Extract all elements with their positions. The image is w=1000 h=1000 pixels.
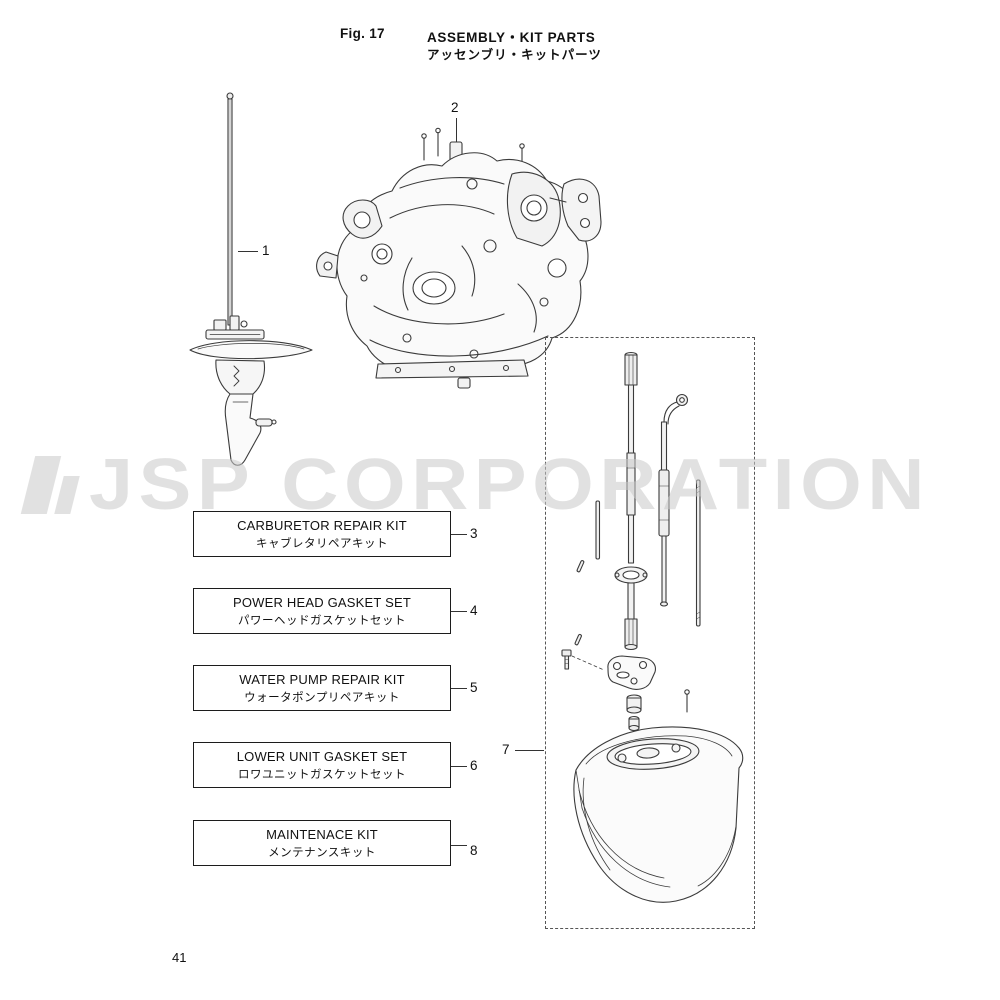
page-title: ASSEMBLY・KIT PARTS	[427, 30, 596, 45]
kit-label-jp: ウォータポンプリペアキット	[244, 691, 400, 704]
callout-number-3: 3	[470, 526, 478, 541]
kit-label-jp: パワーヘッドガスケットセット	[238, 614, 406, 627]
callout-number-4: 4	[470, 603, 478, 618]
lower-unit-parts-group-box	[545, 337, 755, 929]
callout-line-6	[451, 766, 467, 767]
kit-box-power-head-gasket-set: POWER HEAD GASKET SET パワーヘッドガスケットセット	[193, 588, 451, 634]
kit-label-en: POWER HEAD GASKET SET	[232, 594, 412, 610]
figure-number-label: Fig. 17	[340, 26, 385, 41]
callout-number-5: 5	[470, 680, 478, 695]
callout-line-4	[451, 611, 467, 612]
kit-label-en: MAINTENACE KIT	[266, 826, 378, 842]
kit-label-jp: ロワユニットガスケットセット	[238, 768, 406, 781]
callout-number-8: 8	[470, 843, 478, 858]
drive-shaft-assembly-illustration	[189, 92, 313, 466]
page-number: 41	[172, 950, 187, 965]
kit-label-en: CARBURETOR REPAIR KIT	[237, 517, 407, 533]
kit-box-lower-unit-gasket-set: LOWER UNIT GASKET SET ロワユニットガスケットセット	[193, 742, 451, 788]
kit-label-jp: キャブレタリペアキット	[256, 537, 388, 550]
callout-number-2: 2	[451, 100, 459, 115]
callout-line-5	[451, 688, 467, 689]
power-head-assembly-illustration	[316, 127, 602, 389]
callout-line-8	[451, 845, 467, 846]
kit-box-carburetor-repair-kit: CARBURETOR REPAIR KIT キャブレタリペアキット	[193, 511, 451, 557]
jsp-logo-icon	[20, 456, 80, 514]
callout-number-1: 1	[262, 243, 270, 258]
kit-box-water-pump-repair-kit: WATER PUMP REPAIR KIT ウォータポンプリペアキット	[193, 665, 451, 711]
lower-unit-parts-illustration	[561, 351, 744, 903]
kit-label-jp: メンテナンスキット	[268, 846, 376, 859]
kit-label-en: WATER PUMP REPAIR KIT	[239, 671, 405, 687]
watermark: JSP CORPORATION	[20, 445, 978, 525]
callout-number-6: 6	[470, 758, 478, 773]
callout-number-7: 7	[502, 742, 510, 757]
page-title-japanese: アッセンブリ・キットパーツ	[427, 48, 602, 62]
kit-label-en: LOWER UNIT GASKET SET	[236, 748, 408, 764]
callout-line-7	[515, 750, 544, 751]
kit-box-maintenance-kit: MAINTENACE KIT メンテナンスキット	[193, 820, 451, 866]
callout-line-2	[456, 118, 457, 146]
callout-line-3	[451, 534, 467, 535]
callout-line-1	[238, 251, 258, 252]
